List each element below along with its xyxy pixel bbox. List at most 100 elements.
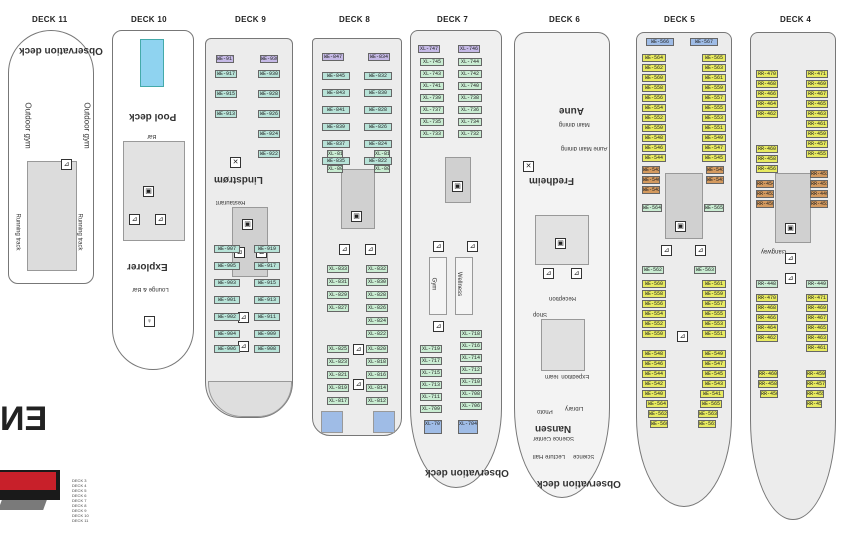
cabin[interactable]: XL-738 [458, 94, 482, 102]
cabin[interactable]: WE-551 [702, 124, 726, 132]
cabin[interactable]: XL-825 [327, 345, 349, 353]
cabin[interactable]: WE-908 [254, 345, 280, 353]
cabin[interactable]: RR-449 [810, 190, 828, 198]
cabin[interactable]: RR-467 [806, 90, 828, 98]
cabin[interactable]: RR-453 [810, 170, 828, 178]
cabin[interactable]: RR-470 [756, 294, 778, 302]
cabin[interactable]: RR-466 [756, 90, 778, 98]
cabin[interactable]: WE-926 [258, 110, 280, 118]
cabin[interactable]: WE-559 [702, 84, 726, 92]
cabin[interactable]: RR-454 [756, 180, 774, 188]
cabin[interactable]: WE-830 [364, 89, 392, 97]
cabin[interactable]: WE-917 [216, 55, 234, 63]
cabin[interactable]: WE-543 [706, 166, 724, 174]
cabin[interactable]: WE-554 [642, 310, 666, 318]
cabin[interactable]: XL-740 [458, 82, 482, 90]
cabin[interactable]: XL-817 [327, 397, 349, 405]
cabin[interactable]: RR-463 [806, 110, 828, 118]
cabin[interactable]: XL-735 [420, 118, 444, 126]
cabin[interactable]: XL-831 [327, 278, 349, 286]
cabin[interactable]: WE-548 [642, 350, 666, 358]
cabin[interactable]: XL-833 [327, 265, 349, 273]
cabin[interactable]: XL-714 [460, 354, 482, 362]
cabin[interactable]: WE-555 [702, 310, 726, 318]
cabin[interactable]: WE-928 [258, 90, 280, 98]
cabin[interactable]: RR-453 [806, 400, 822, 408]
cabin[interactable]: WE-542 [642, 166, 660, 174]
cabin[interactable]: WE-548 [642, 134, 666, 142]
cabin[interactable]: WE-564 [646, 400, 668, 408]
cabin[interactable]: WE-546 [642, 144, 666, 152]
cabin[interactable]: WE-835 [322, 157, 350, 165]
cabin[interactable]: XL-711 [420, 393, 442, 401]
cabin[interactable]: RR-459 [806, 130, 828, 138]
cabin[interactable]: WE-911 [254, 313, 280, 321]
cabin[interactable]: WE-558 [642, 290, 666, 298]
cabin[interactable]: WE-545 [702, 370, 726, 378]
cabin[interactable]: XL-826 [366, 304, 388, 312]
suite[interactable]: WE-567 [690, 38, 718, 46]
cabin[interactable]: WE-556 [642, 94, 666, 102]
cabin[interactable]: WE-837 [322, 140, 350, 148]
cabin[interactable]: RR-448 [756, 280, 778, 288]
cabin[interactable]: XL-718 [460, 330, 482, 338]
cabin[interactable]: WE-839 [322, 123, 350, 131]
cabin[interactable]: XL-830 [366, 278, 388, 286]
cabin[interactable]: WE-913 [215, 110, 237, 118]
cabin[interactable]: WE-560 [650, 420, 668, 428]
suite[interactable]: XL-707 [424, 420, 442, 434]
cabin[interactable]: WE-930 [260, 55, 278, 63]
cabin[interactable]: XL-746 [458, 45, 480, 53]
cabin[interactable]: WE-924 [258, 130, 280, 138]
cabin[interactable]: RR-453 [810, 200, 828, 208]
cabin[interactable]: WE-841 [322, 106, 350, 114]
cabin[interactable]: XL-712 [460, 366, 482, 374]
cabin[interactable]: RR-458 [758, 380, 778, 388]
cabin[interactable]: WE-551 [702, 330, 726, 338]
cabin[interactable]: XL-818 [366, 358, 388, 366]
cabin[interactable]: RR-469 [806, 304, 828, 312]
cabin[interactable]: WE-549 [702, 134, 726, 142]
cabin[interactable]: WE-822 [364, 157, 392, 165]
cabin[interactable]: WE-919 [254, 245, 280, 253]
cabin[interactable]: RR-471 [806, 294, 828, 302]
cabin[interactable]: WE-565 [704, 204, 724, 212]
cabin[interactable]: WE-565 [702, 54, 726, 62]
cabin[interactable]: WE-561 [698, 420, 716, 428]
cabin[interactable]: XL-824 [366, 317, 388, 325]
cabin[interactable]: WE-560 [642, 280, 666, 288]
cabin[interactable]: XL-810 [374, 150, 390, 158]
cabin[interactable]: WE-845 [322, 72, 350, 80]
cabin[interactable]: WE-834 [368, 53, 390, 61]
cabin[interactable]: WE-562 [642, 266, 664, 274]
cabin[interactable]: WE-546 [642, 360, 666, 368]
cabin[interactable]: RR-462 [756, 110, 778, 118]
cabin[interactable]: XL-747 [418, 45, 440, 53]
cabin[interactable]: WE-903 [214, 279, 240, 287]
cabin[interactable]: WE-555 [702, 104, 726, 112]
cabin[interactable]: WE-562 [642, 64, 666, 72]
cabin[interactable]: WE-915 [215, 90, 237, 98]
cabin[interactable]: XL-809 [327, 165, 343, 173]
cabin[interactable]: WE-552 [642, 320, 666, 328]
cabin[interactable]: WE-552 [642, 114, 666, 122]
cabin[interactable]: WE-561 [702, 280, 726, 288]
cabin[interactable]: XL-743 [420, 70, 444, 78]
cabin[interactable]: RR-455 [806, 390, 824, 398]
cabin[interactable]: RR-450 [756, 200, 774, 208]
cabin[interactable]: WE-906 [214, 345, 240, 353]
cabin[interactable]: XL-819 [327, 384, 349, 392]
cabin[interactable]: WE-541 [706, 176, 724, 184]
cabin[interactable]: WE-545 [702, 154, 726, 162]
cabin[interactable]: WE-541 [700, 390, 724, 398]
cabin[interactable]: WE-544 [642, 370, 666, 378]
cabin[interactable]: XL-716 [460, 342, 482, 350]
cabin[interactable]: RR-464 [756, 100, 778, 108]
cabin[interactable]: RR-456 [760, 390, 778, 398]
cabin[interactable]: WE-905 [214, 262, 240, 270]
cabin[interactable]: WE-915 [254, 279, 280, 287]
cabin[interactable]: WE-917 [254, 262, 280, 270]
cabin[interactable]: XL-814 [366, 384, 388, 392]
cabin[interactable]: XL-734 [458, 118, 482, 126]
cabin[interactable]: XL-736 [458, 106, 482, 114]
